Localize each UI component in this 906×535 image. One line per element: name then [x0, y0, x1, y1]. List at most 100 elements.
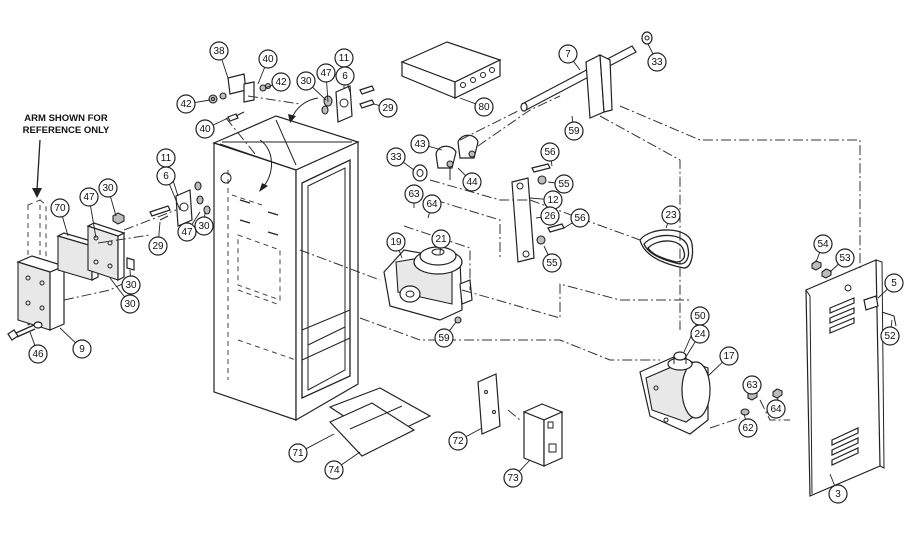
callout-number: 9	[79, 344, 85, 355]
callout-leader	[264, 84, 273, 89]
callout-leader	[169, 184, 181, 211]
callout-number: 72	[452, 436, 464, 447]
callout-leader	[535, 216, 542, 219]
callout-52: 52	[880, 319, 900, 346]
callout-circle	[766, 399, 786, 419]
callout-leader	[341, 451, 361, 466]
callout-leader	[465, 427, 483, 438]
callout-leader	[547, 181, 556, 184]
gearbox	[383, 246, 473, 324]
door-panel-3	[805, 259, 897, 497]
callout-leader	[158, 221, 161, 238]
callout-leader	[890, 319, 893, 328]
callout-number: 42	[275, 77, 287, 88]
callout-number: 33	[390, 152, 402, 163]
callout-number: 38	[213, 46, 225, 57]
callout-30: 30	[109, 277, 140, 314]
callout-number: 71	[292, 448, 304, 459]
callout-leader	[550, 160, 553, 167]
shaft-7	[520, 31, 653, 119]
callout-circle	[378, 98, 398, 118]
callout-71: 71	[288, 433, 335, 463]
callout-leader	[326, 81, 329, 103]
callout-circle	[434, 328, 454, 348]
callout-leader	[518, 459, 531, 472]
callout-number: 29	[382, 103, 394, 114]
callout-circle	[121, 275, 141, 295]
callout-number: 53	[839, 253, 851, 264]
callout-number: 56	[574, 213, 586, 224]
callout-leader	[707, 361, 723, 377]
callout-72: 72	[448, 427, 483, 451]
callout-number: 30	[125, 280, 137, 291]
callout-30: 30	[98, 178, 118, 217]
callout-number: 47	[181, 227, 193, 238]
callout-circle	[410, 134, 430, 154]
callout-leader	[398, 250, 403, 259]
callout-47: 47	[177, 211, 201, 242]
callout-number: 63	[746, 380, 758, 391]
callout-leader	[29, 331, 36, 346]
callout-circle	[564, 121, 584, 141]
callout-80: 80	[459, 97, 494, 117]
callout-leader	[212, 117, 229, 126]
callout-circle	[540, 206, 560, 226]
callout-63: 63	[404, 184, 424, 208]
callout-number: 62	[742, 423, 754, 434]
callout-leader	[373, 103, 380, 106]
callout-circle	[386, 232, 406, 252]
callout-23: 23	[661, 205, 681, 229]
callout-number: 74	[328, 465, 340, 476]
callout-number: 30	[300, 76, 312, 87]
callout-number: 30	[102, 183, 114, 194]
callout-leader	[647, 43, 654, 55]
callout-40: 40	[257, 49, 278, 85]
callout-circle	[195, 119, 215, 139]
callout-circle	[386, 147, 406, 167]
bolt-46	[7, 321, 43, 341]
callout-55: 55	[547, 174, 574, 194]
callout-circle	[828, 484, 848, 504]
callout-leader	[573, 60, 581, 71]
callout-circle	[335, 66, 355, 86]
callout-circle	[719, 346, 739, 366]
callout-44: 44	[457, 167, 482, 192]
callout-number: 47	[83, 192, 95, 203]
callout-circle	[296, 71, 316, 91]
callout-circle	[738, 418, 758, 438]
callout-number: 80	[478, 102, 490, 113]
callout-circle	[474, 97, 494, 117]
callout-leader	[403, 161, 415, 171]
callout-number: 24	[694, 329, 706, 340]
callout-number: 26	[544, 211, 556, 222]
callout-59: 59	[434, 321, 457, 348]
callout-number: 7	[565, 49, 571, 60]
callout-circle	[271, 72, 291, 92]
callout-number: 55	[546, 258, 558, 269]
callout-number: 50	[694, 311, 706, 322]
callout-number: 5	[891, 278, 897, 289]
callout-59: 59	[564, 115, 584, 141]
callout-number: 63	[408, 189, 420, 200]
callout-43: 43	[410, 134, 443, 154]
callout-42: 42	[264, 72, 291, 92]
callout-leader	[563, 222, 573, 229]
callout-leader	[428, 145, 443, 151]
callout-circle	[880, 326, 900, 346]
callout-number: 17	[723, 351, 735, 362]
callout-circle	[288, 443, 308, 463]
callout-3: 3	[828, 473, 848, 504]
nut-47	[112, 212, 125, 225]
callout-73: 73	[503, 459, 531, 488]
callout-30: 30	[194, 211, 214, 236]
mount-plate-72	[477, 373, 501, 435]
callout-number: 43	[414, 139, 426, 150]
callout-circle	[209, 41, 229, 61]
callout-17: 17	[707, 346, 739, 377]
callout-circle	[503, 468, 523, 488]
callout-leader	[743, 413, 746, 420]
link-arm-12	[511, 163, 565, 263]
callout-33: 33	[386, 147, 415, 171]
callout-6: 6	[335, 66, 355, 93]
callout-leader	[110, 196, 117, 217]
